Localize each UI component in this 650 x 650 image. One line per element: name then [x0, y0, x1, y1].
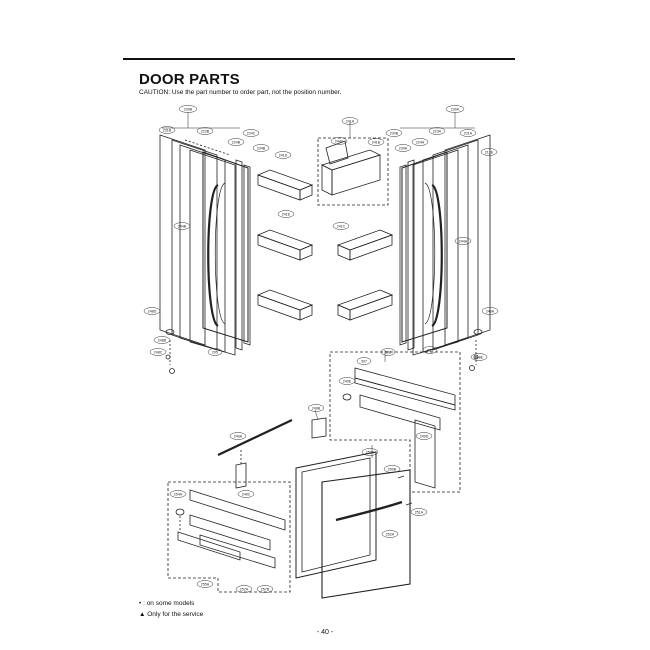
callout-label: 223B: [196, 127, 214, 135]
callout-label: 250A: [361, 448, 379, 456]
callout-label: 241C: [332, 222, 350, 230]
page-number: - 40 -: [316, 629, 334, 636]
svg-text:224B: 224B: [232, 140, 241, 144]
svg-text:241B: 241B: [372, 140, 381, 144]
callout-label: 241D: [274, 151, 292, 159]
svg-text:230B: 230B: [184, 107, 193, 111]
svg-text:224C: 224C: [247, 131, 256, 135]
svg-text:252A: 252A: [386, 532, 395, 536]
right-door-assembly: [399, 134, 491, 371]
callout-label: 248B: [153, 336, 171, 344]
callout-label: 249D: [415, 432, 433, 440]
door-baskets: [256, 137, 394, 321]
callout-label: 224A: [411, 138, 429, 146]
callout-label: 244C: [330, 137, 348, 145]
svg-text:248E: 248E: [475, 355, 484, 359]
callout-label: 248D: [143, 307, 161, 315]
left-door-assembly: [159, 134, 251, 374]
svg-text:241C: 241C: [337, 224, 346, 228]
callout-label: 257B: [256, 585, 274, 593]
callout-label: 230A: [445, 105, 465, 113]
callout-label: 249B: [307, 404, 325, 412]
callout-label: 249A: [229, 432, 247, 440]
svg-text:249D: 249D: [420, 434, 429, 438]
note-some-models: • : on some models: [139, 600, 195, 607]
callout-label: 255A: [196, 580, 214, 588]
callout-label: 300: [422, 346, 438, 354]
svg-text:230A: 230A: [451, 107, 460, 111]
svg-text:308: 308: [385, 350, 391, 354]
note-service-only: ▲ Only for the service: [139, 611, 204, 618]
callout-label: 234A: [394, 144, 412, 152]
callout-label: 241E: [277, 210, 295, 218]
svg-text:250B: 250B: [388, 467, 397, 471]
page-title: DOOR PARTS: [139, 71, 240, 88]
svg-text:248A: 248A: [486, 309, 495, 313]
svg-text:248D: 248D: [148, 309, 157, 313]
svg-text:241A: 241A: [346, 119, 355, 123]
svg-text:251A: 251A: [415, 510, 424, 514]
callout-label: 223A: [428, 127, 446, 135]
callout-label: 231A: [459, 129, 477, 137]
svg-text:244A: 244A: [459, 239, 468, 243]
callout-label: 244B: [173, 222, 191, 230]
svg-text:244C: 244C: [335, 139, 344, 143]
callout-label: 250B: [383, 465, 401, 473]
callout-label: 224C: [242, 129, 260, 137]
svg-text:234A: 234A: [399, 146, 408, 150]
svg-text:241D: 241D: [279, 153, 288, 157]
callout-label: 252A: [381, 530, 399, 538]
svg-text:249A: 249A: [234, 434, 243, 438]
callout-label: 244A: [454, 237, 472, 245]
svg-text:244B: 244B: [178, 224, 187, 228]
callout-label: 248A: [481, 307, 499, 315]
svg-text:241E: 241E: [282, 212, 291, 216]
callout-label: 231B: [158, 126, 176, 134]
caution-text: CAUTION: Use the part number to order pa…: [139, 89, 342, 96]
callout-label: 308: [380, 348, 396, 356]
svg-text:250A: 250A: [366, 450, 375, 454]
callout-label: 248E: [470, 353, 488, 361]
svg-text:300: 300: [427, 348, 433, 352]
mullion-parts: [217, 417, 327, 489]
svg-text:255A: 255A: [201, 582, 210, 586]
svg-text:248B: 248B: [158, 338, 167, 342]
callout-label: 230B: [385, 129, 403, 137]
svg-text:231B: 231B: [163, 128, 172, 132]
callout-label: 241A: [341, 117, 359, 125]
callout-label: 248C: [149, 348, 167, 356]
svg-text:254A: 254A: [174, 492, 183, 496]
callout-label: 254A: [169, 490, 187, 498]
callout-label: 234B: [252, 144, 270, 152]
svg-text:257A: 257A: [240, 587, 249, 591]
svg-text:230B: 230B: [390, 131, 399, 135]
svg-text:257B: 257B: [261, 587, 270, 591]
svg-text:249E: 249E: [343, 379, 352, 383]
header-rule: [123, 58, 515, 60]
svg-text:249B: 249B: [312, 406, 321, 410]
svg-text:248C: 248C: [154, 350, 163, 354]
svg-text:234B: 234B: [257, 146, 266, 150]
freezer-rail-assembly: [167, 481, 291, 593]
callout-label: 230B: [178, 105, 198, 113]
svg-text:223A: 223A: [433, 129, 442, 133]
callout-label: 205: [207, 348, 223, 356]
callout-label: 257A: [235, 585, 253, 593]
callout-label: 224B: [227, 138, 245, 146]
callout-label: 249C: [237, 490, 255, 498]
callout-label: 307: [356, 357, 372, 365]
callout-label: 213E: [480, 148, 498, 156]
callout-label: 249E: [338, 377, 356, 385]
freezer-drawer: [295, 451, 413, 599]
svg-text:224A: 224A: [416, 140, 425, 144]
svg-text:205: 205: [212, 350, 218, 354]
svg-text:307: 307: [361, 359, 367, 363]
callout-label: 241B: [367, 138, 385, 146]
svg-text:231A: 231A: [464, 131, 473, 135]
svg-text:213E: 213E: [485, 150, 494, 154]
callout-label: 251A: [410, 508, 428, 516]
svg-text:223B: 223B: [201, 129, 210, 133]
svg-text:249C: 249C: [242, 492, 251, 496]
